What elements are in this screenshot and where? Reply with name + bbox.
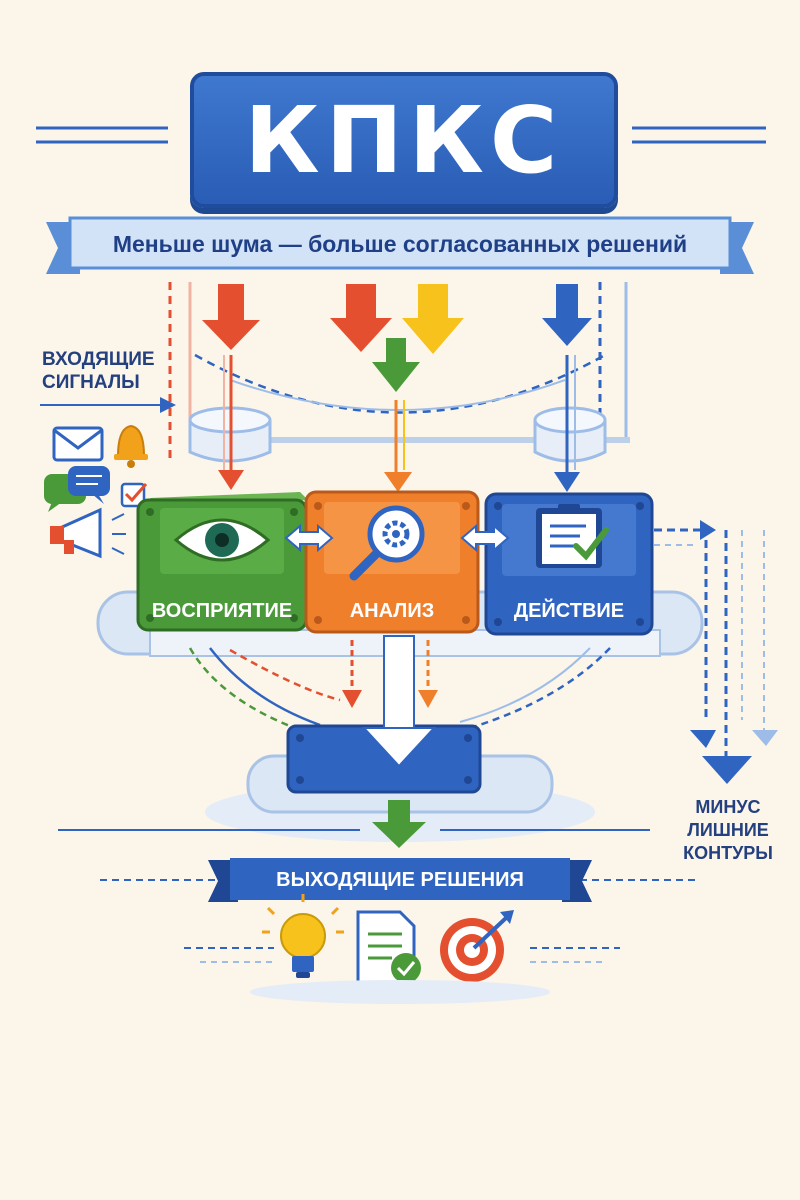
right-dashed-arrows <box>654 520 778 784</box>
link-arrow-perception-analysis <box>284 523 334 553</box>
envelope-icon <box>52 426 104 462</box>
output-label: ВЫХОДЯЩИЕ РЕШЕНИЯ <box>276 868 524 891</box>
arrow-analysis-down <box>361 635 437 768</box>
magnifier-gear-icon <box>349 505 425 581</box>
arrow-green-output <box>372 800 426 848</box>
right-cylinder <box>533 406 607 463</box>
merge-curves <box>188 640 611 732</box>
output-ribbon <box>208 858 592 902</box>
target-icon <box>440 910 514 982</box>
clipboard-check-icon <box>536 504 609 568</box>
input-label-line2: СИГНАЛЫ <box>42 372 140 393</box>
subtitle: Меньше шума — больше согласованных решен… <box>112 230 688 257</box>
block-perception-label: ВОСПРИЯТИЕ <box>151 600 293 622</box>
output-rules <box>58 829 700 963</box>
arrow-red-left <box>202 284 260 350</box>
checkbox-icon <box>120 482 148 508</box>
feed-arrow-left <box>218 355 244 490</box>
link-arrow-analysis-action <box>460 523 510 553</box>
feed-arrow-right <box>554 355 580 492</box>
lightbulb-icon <box>262 894 344 978</box>
block-perception <box>136 492 308 632</box>
side-note-line3: КОНТУРЫ <box>683 843 773 863</box>
title-box: КПКС <box>190 72 618 208</box>
side-note-line1: МИНУС <box>695 797 761 817</box>
arrow-yellow-center <box>402 284 464 354</box>
title-rule-right <box>632 126 766 144</box>
feed-arrow-center <box>384 400 412 492</box>
icons-shadow <box>250 980 550 1004</box>
page-title: КПКС <box>244 86 564 194</box>
input-signals-label: ВХОДЯЩИЕ СИГНАЛЫ <box>42 348 155 394</box>
eye-icon <box>173 518 271 562</box>
block-analysis-label: АНАЛИЗ <box>349 600 435 622</box>
side-note: МИНУС ЛИШНИЕ КОНТУРЫ <box>670 796 786 865</box>
input-label-line1: ВХОДЯЩИЕ <box>42 349 155 370</box>
subtitle-ribbon <box>46 216 754 274</box>
document-check-icon <box>356 910 421 986</box>
chat-icon <box>44 466 110 512</box>
block-action-label: ДЕЙСТВИЕ <box>513 600 625 622</box>
megaphone-icon <box>50 507 126 559</box>
arrow-green-center <box>372 338 420 392</box>
arrow-blue-right <box>542 284 592 346</box>
side-note-line2: ЛИШНИЕ <box>687 820 769 840</box>
title-rule-left <box>36 126 168 144</box>
arrow-red-center <box>330 284 392 352</box>
bell-icon <box>114 424 148 468</box>
